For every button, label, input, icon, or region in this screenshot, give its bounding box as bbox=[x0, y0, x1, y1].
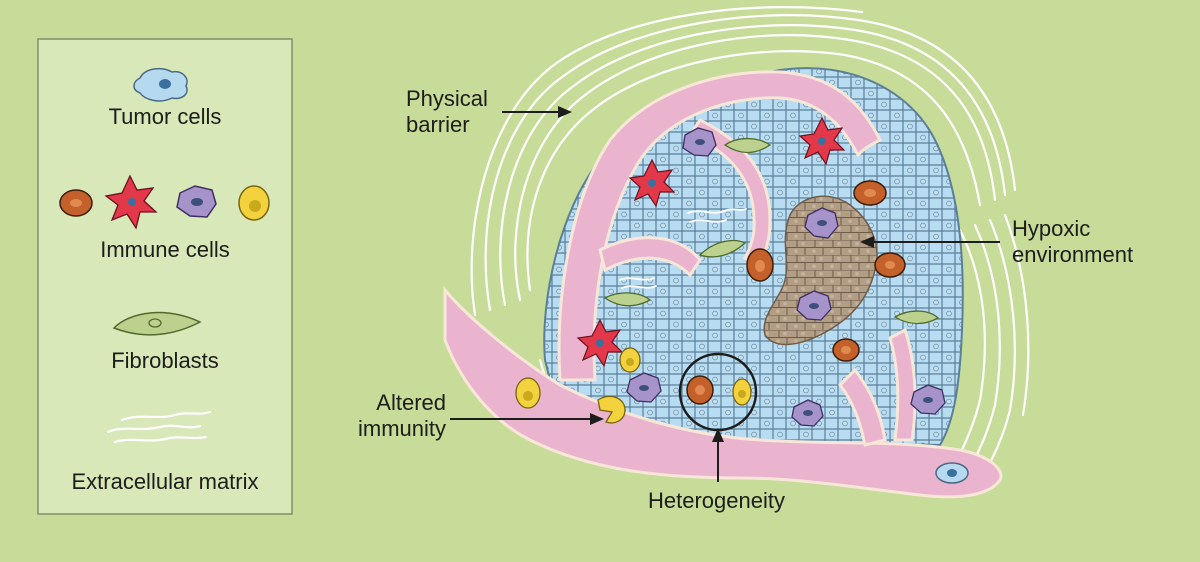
callout-hypoxic-line2: environment bbox=[1012, 242, 1134, 267]
callout-altered-line1: Altered bbox=[376, 390, 446, 415]
callout-heterogeneity: Heterogeneity bbox=[648, 488, 785, 513]
hypoxic-region bbox=[763, 195, 878, 346]
macrophage-icon bbox=[59, 189, 93, 217]
callout-physical-barrier-line2: barrier bbox=[406, 112, 470, 137]
dendritic-cell-icon bbox=[104, 174, 158, 230]
callout-altered-line2: immunity bbox=[357, 416, 446, 441]
legend-label-tumor-cells: Tumor cells bbox=[108, 104, 222, 129]
callout-hypoxic-environment: Hypoxic environment bbox=[1012, 216, 1133, 268]
tumor-cell-icon bbox=[133, 67, 188, 102]
callout-physical-barrier-line1: Physical bbox=[406, 86, 488, 111]
callout-hypoxic-line1: Hypoxic bbox=[1012, 216, 1091, 241]
legend-label-fibroblasts: Fibroblasts bbox=[111, 348, 219, 373]
scattered-immune-cells bbox=[515, 116, 946, 427]
myeloid-cell-icon bbox=[176, 185, 217, 218]
callout-arrows bbox=[450, 106, 1000, 482]
callout-physical-barrier: Physical barrier bbox=[406, 86, 488, 138]
circulating-tumor-cell-icon bbox=[935, 462, 969, 484]
extracellular-matrix-strands bbox=[470, 6, 1030, 494]
callout-altered-immunity: Altered immunity bbox=[342, 390, 446, 442]
legend-label-immune-cells: Immune cells bbox=[100, 237, 230, 262]
extracellular-matrix-icon bbox=[106, 410, 212, 444]
fibroblast-icon bbox=[112, 311, 202, 336]
legend-label-extracellular-matrix: Extracellular matrix bbox=[71, 469, 259, 494]
legend-panel bbox=[37, 38, 293, 515]
lymphocyte-icon bbox=[238, 185, 270, 221]
